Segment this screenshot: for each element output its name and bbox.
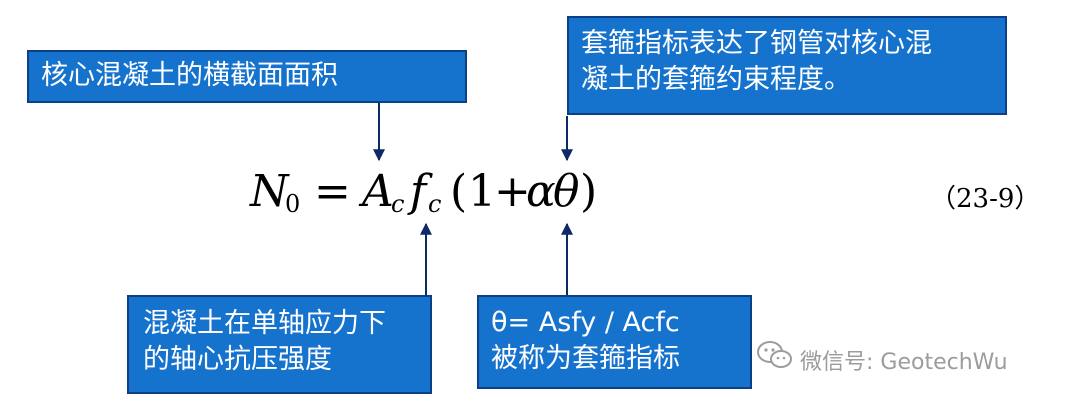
callout-strength-line-1: 混凝土在单轴应力下 (143, 308, 386, 339)
formula-f-subscript: c (428, 190, 442, 218)
callout-confinement: 套箍指标表达了钢管对核心混 凝土的套箍约束程度。 (567, 16, 1007, 115)
callout-strength: 混凝土在单轴应力下 的轴心抗压强度 (127, 295, 432, 394)
equation-number: （23-9） (930, 184, 1041, 214)
callout-area-text: 核心混凝土的横截面面积 (41, 60, 338, 91)
formula-one: 1 (468, 166, 496, 217)
callout-confinement-line-1: 套箍指标表达了钢管对核心混 (581, 28, 932, 59)
watermark: 微信号: GeotechWu (757, 341, 1008, 376)
formula-alpha: α (526, 166, 556, 217)
watermark-text: 微信号: GeotechWu (800, 350, 1008, 375)
callout-theta-line-2: 被称为套箍指标 (491, 343, 680, 374)
callout-confinement-line-2: 凝土的套箍约束程度。 (581, 64, 851, 95)
formula-plus: + (494, 166, 531, 217)
callout-theta-line-1: θ= Asfy / Acfc (491, 307, 680, 338)
callout-strength-line-2: 的轴心抗压强度 (143, 344, 332, 375)
formula-paren-close: ) (580, 166, 598, 217)
formula-A-subscript: c (391, 190, 405, 218)
formula-f: f (410, 166, 427, 217)
formula-N-subscript: 0 (285, 190, 301, 218)
formula-N: N (250, 166, 289, 217)
callout-theta: θ= Asfy / Acfc 被称为套箍指标 (477, 295, 752, 389)
wechat-icon (757, 341, 792, 368)
formula-paren-open: ( (450, 166, 468, 217)
callout-area: 核心混凝土的横截面面积 (27, 50, 467, 103)
formula-theta: θ (553, 166, 580, 217)
formula-A: A (362, 166, 394, 217)
formula-equals: = (314, 166, 351, 217)
